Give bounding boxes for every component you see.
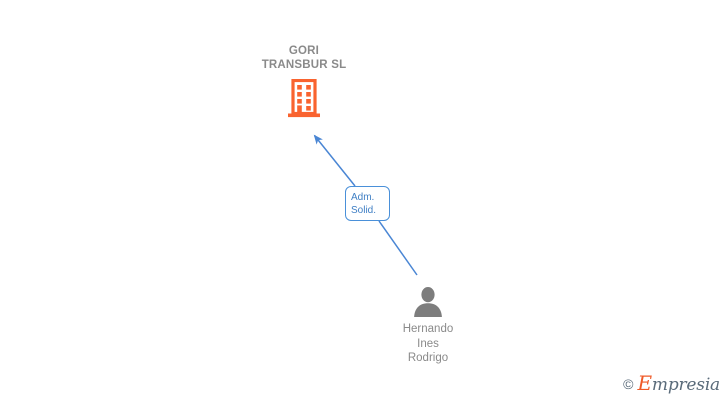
relation-badge-line-2: Solid. [351,204,377,216]
company-icon-wrap [232,79,376,119]
person-node[interactable]: Hernando Ines Rodrigo [358,286,498,366]
company-name-label: GORI TRANSBUR SL [261,45,347,71]
person-icon-wrap [358,286,498,317]
copyright-icon: © [623,375,634,392]
relation-badge-line-1: Adm. [351,191,375,203]
company-node[interactable]: GORI TRANSBUR SL [232,44,376,119]
person-name-label: Hernando Ines Rodrigo [402,323,454,364]
building-icon[interactable] [286,79,322,119]
watermark: © Empresia [623,373,720,394]
relation-badge[interactable]: Adm. Solid. [345,186,390,221]
connector-badge-to-person [378,220,418,276]
brand-rest: mpresia [651,375,720,395]
brand-wordmark: Empresia [638,373,721,394]
person-icon[interactable] [411,286,445,317]
connector-badge-to-company [313,134,356,187]
brand-initial: E [637,371,653,395]
